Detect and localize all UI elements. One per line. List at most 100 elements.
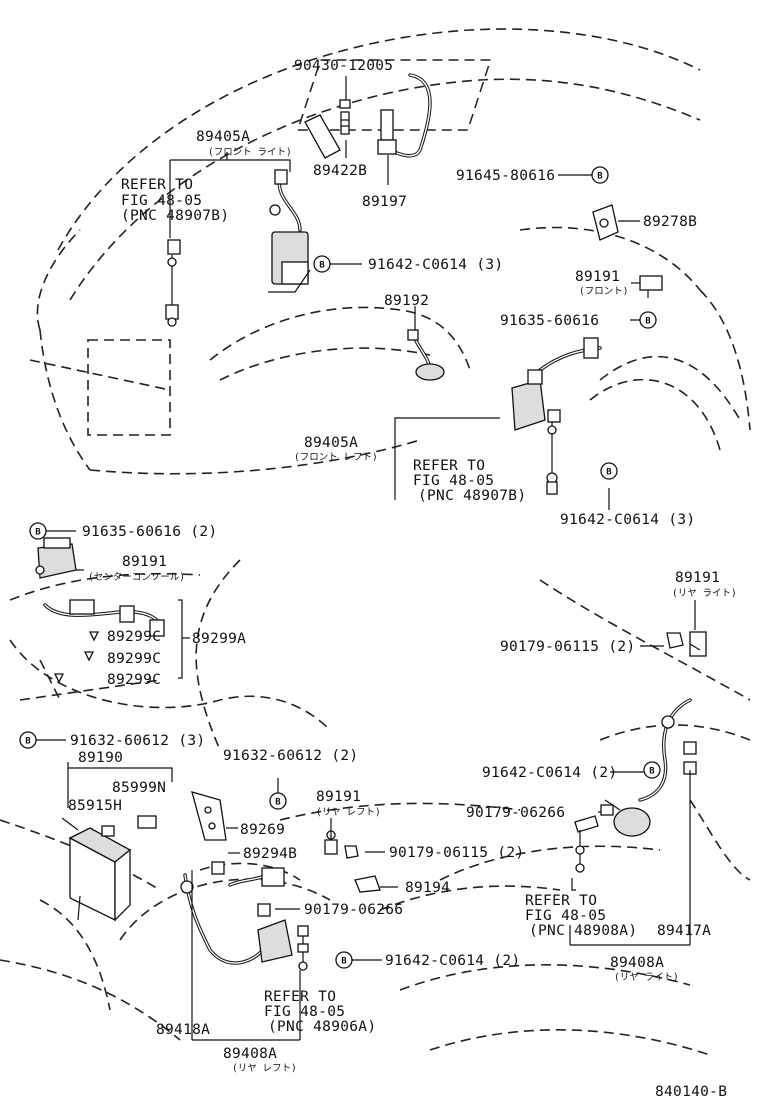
badge-b-91632-mid: B: [269, 792, 287, 810]
badge-b-91635-right: B: [639, 311, 657, 329]
rear-sensor-link-rod-left: [297, 925, 309, 971]
label-89191-rear-right: 89191: [675, 570, 720, 586]
front-sensor-link-rod-bottom: [546, 409, 561, 495]
connector-89191-front: [639, 275, 663, 298]
label-refer-fig-3: FIG 48-05: [264, 1004, 345, 1020]
wire-harness-89197: [377, 73, 432, 158]
label-89192: 89192: [384, 293, 429, 309]
svg-text:B: B: [25, 737, 31, 747]
label-85999n: 85999N: [112, 780, 166, 796]
rear-sensor-link-rod-right: [574, 815, 599, 873]
label-89278b: 89278B: [643, 214, 697, 230]
leader-lines: [36, 76, 696, 1041]
badge-b-91642-mid: B: [600, 462, 618, 480]
label-89299c-3: 89299C: [107, 672, 161, 688]
figure-code: 840140-B: [655, 1084, 727, 1100]
label-89417a: 89417A: [657, 923, 711, 939]
svg-text:B: B: [645, 317, 651, 327]
label-91642-c0614-mid: 91642-C0614 (3): [560, 512, 695, 528]
wire-harness-89299a: [43, 599, 165, 684]
nut-90179-06115-right: [666, 632, 684, 649]
badge-b-91645: B: [591, 166, 609, 184]
label-91632-60612-mid: 91632-60612 (2): [223, 748, 358, 764]
label-89299a: 89299A: [192, 631, 246, 647]
label-91635-60616-right: 91635-60616: [500, 313, 599, 329]
svg-text:B: B: [597, 172, 603, 182]
front-height-sensor-left: [511, 337, 602, 431]
label-89418a: 89418A: [156, 1022, 210, 1038]
label-89408a-right-sub: (リヤ ライト): [614, 972, 679, 983]
connector-89294b: [228, 867, 285, 887]
badge-b-91632-left: B: [19, 731, 37, 749]
bracket-89194: [354, 875, 381, 893]
label-refer-fig-2: FIG 48-05: [413, 473, 494, 489]
sensor-89191-rear-right: [689, 631, 707, 657]
svg-text:B: B: [319, 261, 325, 271]
label-91645-80616: 91645-80616: [456, 168, 555, 184]
label-89191-rear-right-sub: (リヤ ライト): [672, 588, 737, 599]
svg-text:B: B: [606, 468, 612, 478]
label-89191-front-sub: (フロント): [579, 286, 628, 297]
label-89294b: 89294B: [243, 846, 297, 862]
svg-text:B: B: [341, 957, 347, 967]
label-refer-pnc-4: (PNC 48908A): [529, 923, 637, 939]
label-89405a-left: 89405A: [304, 435, 358, 451]
label-91632-60612-left: 91632-60612 (3): [70, 733, 205, 749]
nut-90179-06115-mid: [344, 845, 359, 859]
badge-b-91635-left: B: [29, 522, 47, 540]
label-91642-c0614-bot: 91642-C0614 (2): [385, 953, 520, 969]
ecu-89190: [61, 817, 132, 922]
label-90179-06266-mid: 90179-06266: [304, 902, 403, 918]
label-89191-center: 89191: [122, 554, 167, 570]
badge-b-91642-bot: B: [335, 951, 353, 969]
label-89299c-2: 89299C: [107, 651, 161, 667]
rear-height-sensor-left: [180, 861, 293, 965]
label-89190: 89190: [78, 750, 123, 766]
sensor-89191-rear-left: [324, 830, 338, 855]
label-refer-pnc-3: (PNC 48906A): [268, 1019, 376, 1035]
label-89408a-left: 89408A: [223, 1046, 277, 1062]
label-89422b: 89422B: [313, 163, 367, 179]
sensor-89192: [407, 329, 445, 381]
svg-text:B: B: [275, 798, 281, 808]
label-89194: 89194: [405, 880, 450, 896]
front-body-outline: [29, 28, 751, 475]
front-sensor-link-rod-top: [165, 239, 181, 327]
rear-height-sensor-right: [604, 698, 697, 837]
label-refer-to-3: REFER TO: [264, 989, 336, 1005]
label-90430-12005: 90430-12005: [294, 58, 393, 74]
badge-b-91642-top: B: [313, 255, 331, 273]
clip-89278b: [592, 204, 619, 241]
label-91642-c0614-top: 91642-C0614 (3): [368, 257, 503, 273]
label-89405a-top-sub: (フロント ライト): [208, 147, 292, 158]
label-refer-to-1: REFER TO: [121, 177, 193, 193]
label-89405a-left-sub: (フロント レフト): [294, 452, 378, 463]
label-91635-60616-left: 91635-60616 (2): [82, 524, 217, 540]
label-90179-06115-right: 90179-06115 (2): [500, 639, 635, 655]
label-refer-pnc-1: (PNC 48907B): [121, 208, 229, 224]
label-90179-06115-mid: 90179-06115 (2): [389, 845, 524, 861]
label-85915h: 85915H: [68, 798, 122, 814]
label-89197: 89197: [362, 194, 407, 210]
svg-text:B: B: [649, 767, 655, 777]
label-89191-rear-left-sub: (リヤ レフト): [316, 807, 381, 818]
label-91642-c0614-right: 91642-C0614 (2): [482, 765, 617, 781]
clip-90179-06266-right: [600, 804, 614, 816]
label-89269: 89269: [240, 822, 285, 838]
badge-b-91642-right: B: [643, 761, 661, 779]
bracket-89422b: [304, 99, 351, 159]
label-89191-center-sub: (センターコンソール): [88, 572, 185, 583]
label-90179-06266-right: 90179-06266: [466, 805, 565, 821]
bracket-89269: [191, 791, 227, 841]
label-refer-to-2: REFER TO: [413, 458, 485, 474]
clip-90179-06266-mid: [257, 903, 271, 917]
sensor-89191-center-console: [35, 537, 77, 579]
label-refer-to-4: REFER TO: [525, 893, 597, 909]
label-refer-fig-1: FIG 48-05: [121, 193, 202, 209]
label-refer-pnc-2: (PNC 48907B): [418, 488, 526, 504]
bracket-85999n: [137, 815, 157, 829]
label-89408a-right: 89408A: [610, 955, 664, 971]
label-89299c-1: 89299C: [107, 629, 161, 645]
label-89405a-top: 89405A: [196, 129, 250, 145]
